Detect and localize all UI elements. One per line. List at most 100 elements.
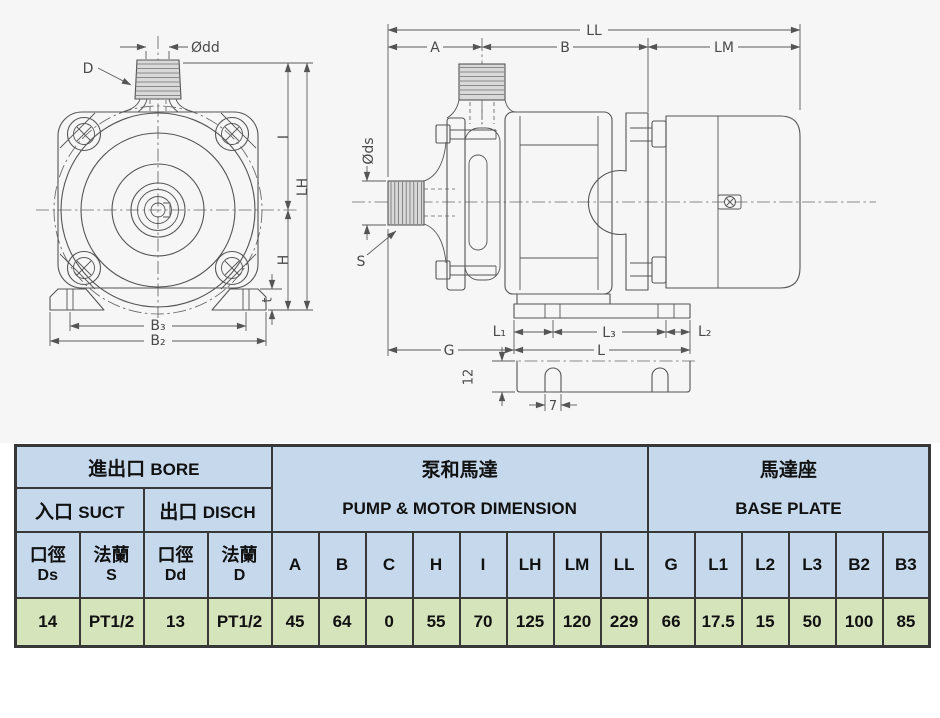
group-discharge-en: DISCH: [202, 502, 256, 522]
corner-screw-top-left: [66, 116, 102, 152]
col-header-b2: B2: [834, 531, 884, 599]
dim-7-label: 7: [549, 399, 557, 414]
col-header-l1: L1: [693, 531, 743, 599]
hub-circle-inner: [144, 196, 172, 224]
group-pump-motor: 泵和馬達 PUMP & MOTOR DIMENSION: [270, 444, 649, 533]
col-header-g: G: [646, 531, 696, 599]
hub-circle-outer: [130, 182, 186, 238]
suction-port-side: [387, 141, 455, 264]
group-discharge: 出口 DISCH: [142, 487, 273, 533]
col-header-h: H: [411, 531, 461, 599]
col-header-s: 法蘭 S: [78, 531, 145, 599]
dim-l2-label: L₂: [698, 324, 711, 340]
clamp-bolt-front-top: [435, 124, 497, 144]
dimension-table: 進出口 BORE 泵和馬達 PUMP & MOTOR DIMENSION 馬達座…: [14, 444, 932, 648]
base-plate-profile-view: 12 7: [462, 347, 698, 414]
clamp-bolt-front-bottom: [435, 260, 497, 280]
value-l3: 50: [787, 597, 837, 648]
group-bore-zh: 進出口: [88, 458, 146, 480]
dim-lh-label: LH: [295, 178, 311, 196]
col-header-lh: LH: [505, 531, 555, 599]
base-slot-left: [544, 367, 562, 393]
value-ds: 14: [14, 597, 81, 648]
discharge-port-front: [121, 59, 195, 113]
dim-l3-label: L₃: [602, 325, 615, 341]
value-i: 70: [458, 597, 508, 648]
col-header-d: 法蘭 D: [206, 531, 273, 599]
col-header-ll: LL: [599, 531, 649, 599]
group-suction-en: SUCT: [78, 502, 125, 522]
dim-t-label: t: [261, 297, 276, 302]
motor-bracket: [587, 112, 649, 291]
value-lh: 125: [505, 597, 555, 648]
dim-12-label: 12: [462, 369, 477, 386]
dim-b3-label: B₃: [150, 318, 165, 334]
value-dd: 13: [142, 597, 209, 648]
value-a: 45: [270, 597, 320, 648]
motor-screw: [724, 196, 736, 208]
dim-lm-label: LM: [714, 40, 734, 56]
motor-screw-tab: [717, 194, 742, 210]
front-view: Ødd D I H LH t: [36, 36, 313, 349]
corner-screw-bottom-left: [66, 250, 102, 286]
col-header-a: A: [270, 531, 320, 599]
corner-screw-top-right: [214, 116, 250, 152]
dimension-table-wrap: 進出口 BORE 泵和馬達 PUMP & MOTOR DIMENSION 馬達座…: [14, 444, 932, 648]
group-bore: 進出口 BORE: [14, 444, 273, 489]
value-b: 64: [317, 597, 367, 648]
dim-dd-label: Ødd: [191, 40, 220, 56]
suction-dimension-labels: Øds S: [357, 137, 397, 270]
pump-dimension-drawing: Ødd D I H LH t: [36, 23, 876, 414]
base-slot-right: [651, 367, 669, 393]
dim-a-label: A: [430, 40, 440, 56]
value-l1: 17.5: [693, 597, 743, 648]
impeller-housing-circle: [111, 163, 205, 257]
dim-g-label: G: [444, 343, 455, 359]
port-s-label: S: [357, 254, 366, 270]
col-header-dd: 口徑 Dd: [142, 531, 209, 599]
col-header-lm: LM: [552, 531, 602, 599]
group-base-plate: 馬達座 BASE PLATE: [646, 444, 931, 533]
group-pump-motor-zh: 泵和馬達: [421, 459, 498, 481]
corner-screw-bottom-right: [214, 250, 250, 286]
col-header-b: B: [317, 531, 367, 599]
pump-cover-dome: [464, 127, 501, 281]
group-base-plate-en: BASE PLATE: [735, 499, 842, 518]
group-suction-zh: 入口: [34, 501, 73, 523]
group-bore-en: BORE: [150, 459, 200, 479]
cover-circle: [80, 132, 236, 288]
technical-drawing-area: Ødd D I H LH t: [36, 23, 876, 414]
pump-flange: [57, 111, 259, 289]
motor-body: [665, 115, 801, 289]
dim-l1-label: L₁: [493, 324, 506, 340]
hub-circle-mid: [137, 189, 179, 231]
group-suction: 入口 SUCT: [14, 487, 145, 533]
group-base-plate-zh: 馬達座: [759, 459, 817, 481]
value-c: 0: [364, 597, 414, 648]
col-header-c: C: [364, 531, 414, 599]
value-s: PT1/2: [78, 597, 145, 648]
group-discharge-zh: 出口: [159, 501, 198, 523]
value-h: 55: [411, 597, 461, 648]
base-plate-side: [513, 293, 691, 319]
pump-cover-inner: [468, 154, 488, 251]
dim-b-label: B: [560, 40, 570, 56]
value-b3: 85: [881, 597, 931, 648]
dim-h-label: H: [276, 255, 292, 266]
value-lm: 120: [552, 597, 602, 648]
value-ll: 229: [599, 597, 649, 648]
col-header-l2: L2: [740, 531, 790, 599]
value-g: 66: [646, 597, 696, 648]
dim-i-label: I: [276, 135, 292, 139]
side-view-top-dimensions: LL A B LM: [387, 23, 801, 356]
keyway: [163, 202, 171, 218]
dim-ds-label: Øds: [361, 137, 377, 164]
group-pump-motor-en: PUMP & MOTOR DIMENSION: [342, 499, 577, 518]
side-view-bottom-dimensions: L₁ L₃ L₂ G L: [387, 320, 711, 359]
col-header-b3: B3: [881, 531, 931, 599]
motor-outline-circle: [53, 105, 263, 315]
shaft-circle: [150, 202, 166, 218]
dim-l-label: L: [597, 343, 605, 359]
side-view: LL A B LM Øds: [352, 23, 876, 414]
